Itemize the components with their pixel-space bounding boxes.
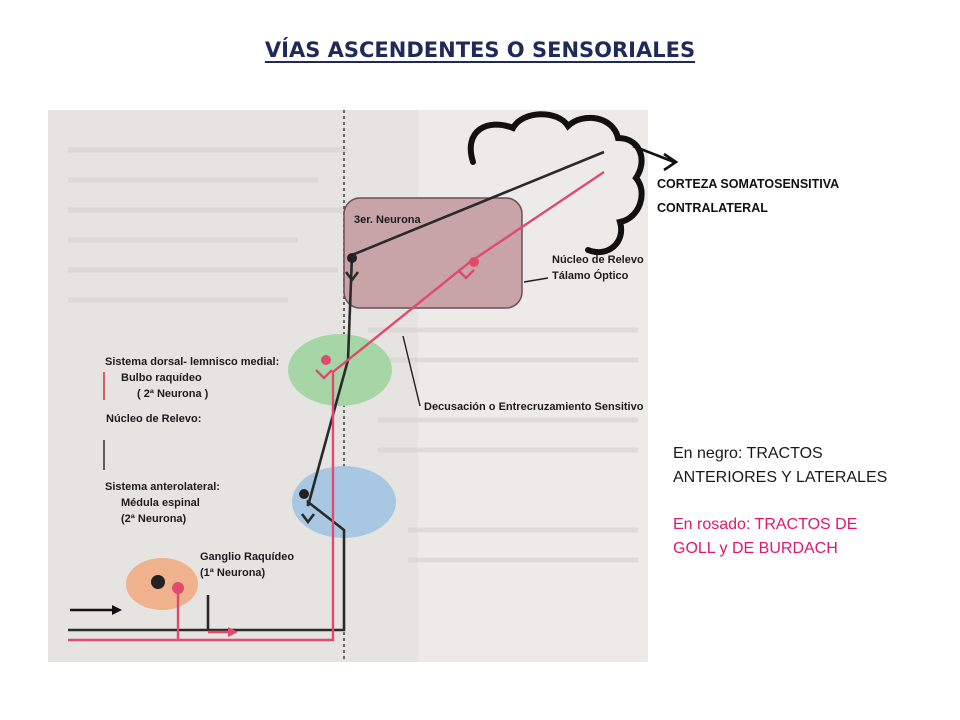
page-shade	[418, 110, 648, 662]
pathway-diagram: 3er. Neurona Núcleo de Relevo Tálamo Ópt…	[48, 110, 648, 662]
label-dorsal-system: Sistema dorsal- lemnisco medial:	[105, 356, 279, 368]
pathway-diagram-svg: 3er. Neurona Núcleo de Relevo Tálamo Ópt…	[48, 110, 648, 662]
black-input-arrow-head	[112, 605, 122, 615]
medulla-oval	[288, 334, 392, 406]
label-third-neuron: 3er. Neurona	[354, 214, 422, 226]
black-tract-path	[68, 150, 605, 632]
label-thalamus: Tálamo Óptico	[552, 269, 629, 282]
black-neuron-body-spinal	[299, 489, 309, 499]
legend: En negro: TRACTOS ANTERIORES Y LATERALES…	[673, 442, 943, 561]
cortex-label: CORTEZA SOMATOSENSITIVA CONTRALATERAL	[657, 172, 839, 220]
legend-pink-line-2: GOLL y DE BURDACH	[673, 540, 838, 557]
black-neuron-body-thalamus	[347, 253, 357, 263]
legend-pink-tracts: En rosado: TRACTOS DE GOLL y DE BURDACH	[673, 513, 943, 561]
slide-title: VÍAS ASCENDENTES O SENSORIALES	[264, 38, 696, 62]
thalamus-box	[343, 197, 523, 309]
thalamus-pointer	[523, 277, 549, 283]
cortex-label-line-2: CONTRALATERAL	[657, 201, 768, 215]
label-ganglion: Ganglio Raquídeo	[200, 551, 294, 563]
black-neuron-body-ganglion	[151, 575, 165, 589]
decussation-pointer	[402, 335, 421, 407]
label-anterolateral-system: Sistema anterolateral:	[105, 481, 220, 493]
black-synapse-marks	[300, 271, 360, 525]
legend-black-line-2: ANTERIORES Y LATERALES	[673, 469, 888, 486]
legend-black-tracts: En negro: TRACTOS ANTERIORES Y LATERALES	[673, 442, 943, 490]
label-second-neuron-b: (2ª Neurona)	[121, 513, 187, 525]
pink-input-arrow-head	[228, 627, 238, 637]
label-relay-nucleus-left: Núcleo de Relevo:	[106, 413, 201, 425]
label-spinal-cord: Médula espinal	[121, 497, 200, 509]
cortex-label-line-1: CORTEZA SOMATOSENSITIVA	[657, 177, 840, 191]
pink-neuron-body-medulla	[321, 355, 331, 365]
label-decussation: Decusación o Entrecruzamiento Sensitivo	[424, 401, 644, 413]
pink-neuron-body-thalamus	[469, 257, 479, 267]
legend-black-line-1: En negro: TRACTOS	[673, 445, 823, 462]
pink-tract-path	[68, 171, 605, 642]
cortex-outline	[467, 111, 645, 255]
label-relay-nucleus-top: Núcleo de Relevo	[552, 254, 644, 266]
faded-text-lines	[68, 147, 638, 563]
spinal-cord-oval	[292, 466, 396, 538]
pink-synapse-marks	[315, 269, 475, 380]
label-first-neuron: (1ª Neurona)	[200, 567, 266, 579]
cortex-pointer-arrow	[632, 144, 679, 172]
pink-neuron-body-ganglion	[172, 582, 184, 594]
label-medulla: Bulbo raquídeo	[121, 372, 202, 384]
label-second-neuron-a: ( 2ª Neurona )	[137, 388, 209, 400]
legend-pink-line-1: En rosado: TRACTOS DE	[673, 516, 858, 533]
